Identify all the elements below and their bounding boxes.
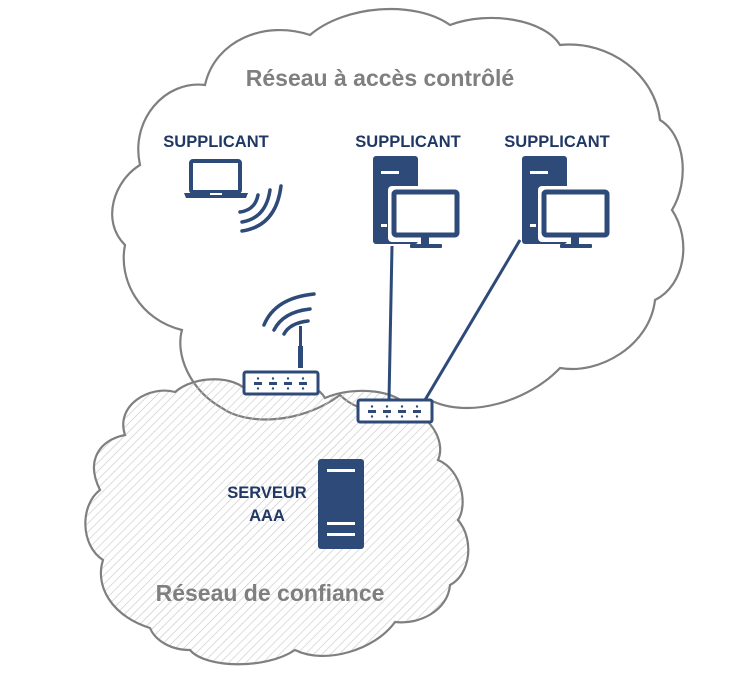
laptop-supplicant-label: SUPPLICANT [163,133,268,151]
link-desktop2-switch [423,239,522,401]
desktop1-supplicant-label: SUPPLICANT [355,133,460,151]
server-label-line2: AAA [249,507,285,525]
controlled-network-title: Réseau à accès contrôlé [246,65,514,91]
wireless-access-point-icon [242,292,320,396]
desktop-computer-icon [373,156,462,248]
desktop-computer-icon [522,156,612,248]
laptop-icon [184,159,248,198]
link-desktop1-switch [387,245,394,401]
trusted-network-title: Réseau de confiance [156,580,385,606]
network-switch-icon [356,398,434,424]
server-tower-icon [318,459,364,549]
server-label-line1: SERVEUR [227,484,307,502]
wifi-waves-icon [238,184,283,233]
desktop2-supplicant-label: SUPPLICANT [504,133,609,151]
